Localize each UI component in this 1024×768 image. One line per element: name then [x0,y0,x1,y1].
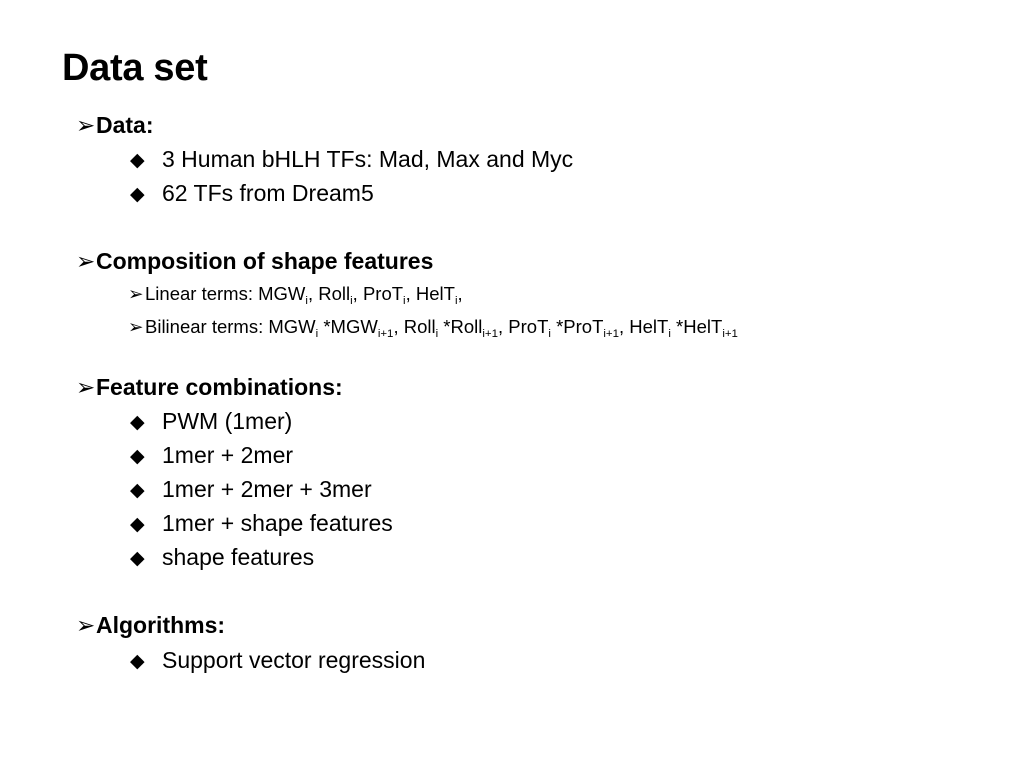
term-separator: , [457,283,463,304]
heading-text: Feature combinations: [96,374,343,400]
term-base: MGW [268,316,316,337]
term-subscript: i [435,328,439,340]
term-subscript: i [548,328,551,340]
shape-term: MGWi, [258,283,319,307]
term-separator: , [352,283,363,304]
diamond-bullet-icon: ◆ [130,514,145,535]
diamond-bullet-icon: ◆ [130,184,145,205]
term-subscript: i [668,328,671,340]
shape-term: ProTi * [508,316,564,340]
term-subscript: i [315,328,319,340]
list-item: ◆ PWM (1mer) [130,406,292,438]
list-item: ◆ 1mer + 2mer [130,440,293,472]
slide-title: Data set [62,47,208,89]
term-separator: , [393,316,404,337]
term-subscript: i+1 [482,328,498,340]
bilinear-terms-list: MGWi *MGWi+1, Rolli *Rolli+1, ProTi *Pro… [268,316,738,340]
term-subscript: i+1 [722,328,738,340]
term-base: ProT [362,283,404,304]
bilinear-terms-prefix: Bilinear terms: [145,316,269,337]
shape-term: Rolli+1, [450,316,509,340]
item-text: 1mer + shape features [162,510,393,536]
linear-terms-prefix: Linear terms: [145,283,259,304]
arrow-bullet-icon: ➢ [76,112,96,138]
term-base: MGW [330,316,378,337]
term-separator: , [619,316,630,337]
term-separator: , [405,283,416,304]
term-subscript: i [454,295,458,307]
linear-terms-line: ➢Linear terms: MGWi, Rolli, ProTi, HelTi… [128,281,463,307]
term-base: Roll [450,316,483,337]
arrow-bullet-icon: ➢ [128,316,144,337]
item-text: 62 TFs from Dream5 [162,180,374,206]
bilinear-terms-line: ➢Bilinear terms: MGWi *MGWi+1, Rolli *Ro… [128,314,738,340]
arrow-bullet-icon: ➢ [76,374,96,400]
term-separator: * [318,316,331,337]
list-item: ◆ Support vector regression [130,645,425,677]
shape-term: MGWi * [268,316,331,340]
list-item: ◆ shape features [130,542,314,574]
section-heading-algorithms: ➢Algorithms: [76,610,225,640]
list-item: ◆ 1mer + 2mer + 3mer [130,474,372,506]
term-base: HelT [415,283,455,304]
term-base: HelT [683,316,723,337]
item-text: 3 Human bHLH TFs: Mad, Max and Myc [162,146,574,172]
diamond-bullet-icon: ◆ [130,446,145,467]
shape-term: HelTi+1 [683,316,738,340]
section-heading-data: ➢Data: [76,110,154,140]
arrow-bullet-icon: ➢ [76,612,96,638]
diamond-bullet-icon: ◆ [130,480,145,501]
term-separator: * [438,316,451,337]
term-subscript: i+1 [377,328,394,340]
term-subscript: i [305,295,308,307]
shape-term: ProTi, [362,283,416,307]
arrow-bullet-icon: ➢ [76,248,96,274]
shape-term: Rolli * [403,316,451,340]
diamond-bullet-icon: ◆ [130,651,145,672]
term-subscript: i [350,295,353,307]
item-text: shape features [162,544,315,570]
arrow-bullet-icon: ➢ [128,283,144,304]
shape-term: Rolli, [318,283,363,307]
diamond-bullet-icon: ◆ [130,412,145,433]
item-text: 1mer + 2mer [162,442,294,468]
shape-term: HelTi, [415,283,463,307]
term-base: Roll [403,316,436,337]
term-base: MGW [258,283,306,304]
shape-term: MGWi+1, [330,316,404,340]
term-subscript: i [403,295,406,307]
term-separator: , [307,283,319,304]
term-base: HelT [629,316,669,337]
list-item: ◆ 62 TFs from Dream5 [130,178,374,210]
diamond-bullet-icon: ◆ [130,150,145,171]
item-text: PWM (1mer) [162,408,293,434]
heading-text: Data: [96,112,154,138]
list-item: ◆ 3 Human bHLH TFs: Mad, Max and Myc [130,144,573,176]
list-item: ◆ 1mer + shape features [130,508,393,540]
linear-terms-list: MGWi, Rolli, ProTi, HelTi, [258,283,463,307]
shape-term: HelTi * [629,316,684,340]
term-base: ProT [563,316,604,337]
section-heading-composition: ➢Composition of shape features [76,246,433,276]
heading-text: Composition of shape features [96,248,434,274]
shape-term: ProTi+1, [563,316,630,340]
item-text: Support vector regression [162,647,426,673]
term-base: ProT [508,316,549,337]
term-base: Roll [318,283,351,304]
section-heading-combinations: ➢Feature combinations: [76,372,343,402]
term-separator: , [498,316,509,337]
term-subscript: i+1 [603,328,619,340]
term-separator: * [550,316,564,337]
item-text: 1mer + 2mer + 3mer [162,476,372,502]
term-separator: * [670,316,684,337]
diamond-bullet-icon: ◆ [130,548,145,569]
heading-text: Algorithms: [96,612,226,638]
